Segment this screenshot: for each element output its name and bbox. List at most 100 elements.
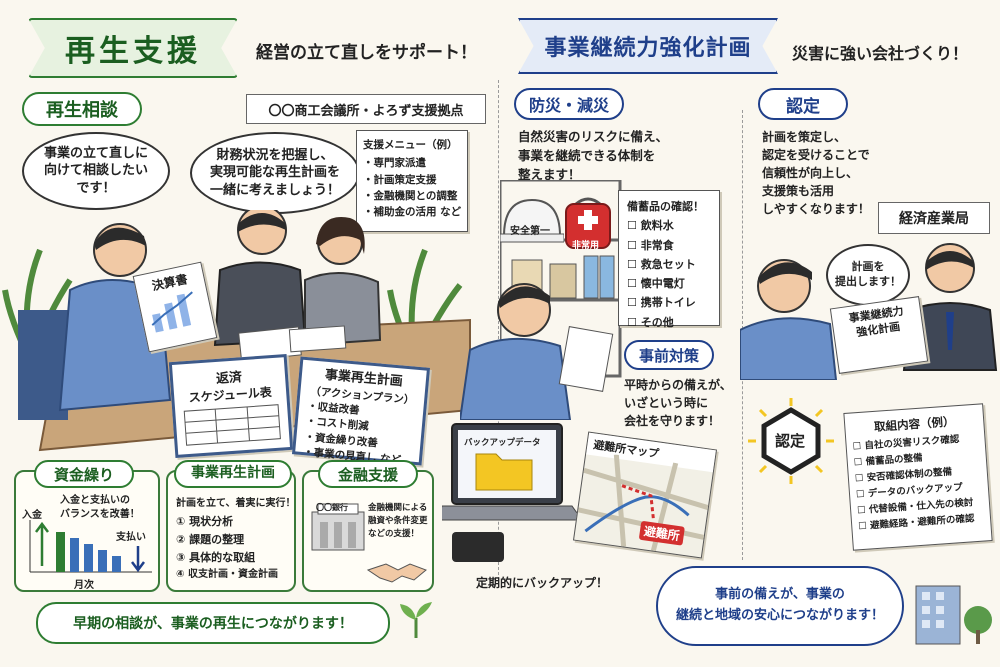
bar-chart-icon (151, 291, 193, 333)
left-tagline: 経営の立て直しをサポート！ (256, 43, 477, 63)
disaster-text-line-1: 自然災害のリスクに備え、 (518, 129, 669, 144)
pre-measures-text-line-1: 平時からの備えが、 (624, 378, 732, 392)
financial-support-box: 金融支援 〇〇銀行 金融機関による 融資や条件変更 などの支援！ (302, 460, 434, 592)
submit-bubble-line-1: 計画を (851, 260, 885, 274)
right-footer: 事前の備えが、事業の 継続と地域の安心につながります！ (656, 566, 904, 646)
client-bubble-line-2: 向けて相談したい (43, 163, 148, 179)
certification-text-line-2: 認定を受けることで (762, 148, 870, 162)
support-menu-item: ・専門家派遣 (363, 157, 426, 170)
settlement-document: 決算書 (132, 261, 218, 353)
cash-flow-title: 資金繰り (34, 460, 134, 488)
helmet-label: 安全第一 (510, 226, 550, 237)
revival-plan-step: ③ 具体的な取組 (176, 550, 256, 564)
advisor-bubble-line-1: 財務状況を把握し、 (216, 147, 334, 163)
certification-text-line-5: しやすくなります！ (762, 202, 870, 216)
financial-support-title: 金融支援 (318, 460, 418, 488)
support-menu-title: 支援メニュー（例） (363, 139, 458, 151)
certification-text-line-1: 計画を策定し、 (762, 130, 847, 144)
stockpile-item-label: 救急セット (640, 257, 696, 271)
stockpile-item: ☐ その他 (627, 315, 674, 329)
month-axis-label: 月次 (74, 580, 94, 591)
advisor-bubble-line-3: 一緒に考えましょう！ (209, 182, 340, 198)
support-menu-item: ・計画策定支援 (363, 173, 437, 186)
revival-plan-binder: 事業再生計画 （アクションプラン） ・収益改善 ・コスト削減 ・資金繰り改善 ・… (291, 356, 431, 466)
stockpile-item-label: 非常食 (640, 238, 674, 252)
cash-flow-box: 資金繰り 入金と支払いの バランスを改善！ 入金 支払い 月次 (14, 460, 160, 592)
financial-support-text-line-3: などの支援！ (368, 528, 420, 539)
helmet-icon (500, 198, 564, 243)
stockpile-item-label: その他 (640, 315, 674, 329)
sprout-icon (400, 602, 432, 638)
consult-pill: 再生相談 (22, 92, 142, 126)
advisor-bubble: 財務状況を把握し、 実現可能な再生計画を 一緒に考えましょう！ (190, 132, 360, 214)
payment-label: 支払い (116, 532, 146, 543)
financial-support-text-line-2: 融資や条件変更 (368, 515, 428, 526)
stockpile-checklist: 備蓄品の確認！ ☐ 飲料水 ☐ 非常食 ☐ 救急セット ☐ 懐中電灯 ☐ 携帯ト… (618, 190, 720, 329)
certification-text-line-3: 信頼性が向上し、 (762, 166, 859, 180)
revival-plan-step: ④ 収支計画・資金計画 (176, 568, 278, 580)
office-sign: 〇〇商工会議所・よろず支援拠点 (246, 94, 486, 124)
left-footer: 早期の相談が、事業の再生につながります！ (36, 602, 390, 644)
client-bubble-line-1: 事業の立て直しに (43, 145, 148, 161)
certification-text-line-4: 支援策も活用 (762, 184, 835, 198)
revival-plan-box-title: 事業再生計画 (174, 460, 292, 488)
disaster-text: 自然災害のリスクに備え、 事業を継続できる体制を 整えます！ (518, 128, 668, 184)
efforts-list: 取組内容（例） ☐ 自社の災害リスク確認 ☐ 備蓄品の整備 ☐ 安否確認体制の整… (843, 403, 993, 551)
certification-badge-icon (748, 398, 834, 484)
bank-sign: 〇〇銀行 (316, 503, 348, 512)
stockpile-item-label: 懐中電灯 (640, 277, 685, 290)
emergency-bag-label: 非常用 (572, 241, 600, 251)
stockpile-item-label: 携帯トイレ (640, 296, 696, 310)
certification-badge-label: 認定 (775, 432, 806, 450)
disaster-text-line-3: 整えます！ (518, 166, 581, 182)
worker-with-clipboard-illustration (460, 283, 614, 420)
support-menu-board: 支援メニュー（例） ・専門家派遣 ・計画策定支援 ・金融機関との調整 ・補助金の… (356, 130, 468, 232)
cash-flow-text-line-2: バランスを改善！ (60, 509, 140, 520)
support-menu-item: ・補助金の活用 など (363, 206, 462, 219)
financial-support-text-line-1: 金融機関による (368, 503, 428, 513)
certification-text: 計画を策定し、 認定を受けることで 信頼性が向上し、 支援策も活用 しやすくなり… (762, 128, 870, 218)
ministry-sign: 経済産業局 (878, 202, 990, 234)
submission-scene-illustration (740, 243, 998, 380)
certification-pill: 認定 (758, 88, 848, 120)
left-section: 再生支援 経営の立て直しをサポート！ 再生相談 事業の立て直しに 向けて相談した… (2, 18, 486, 644)
backup-caption: 定期的にバックアップ！ (476, 576, 609, 590)
advisor-man-icon (213, 210, 307, 347)
right-footer-line-2: 継続と地域の安心につながります！ (675, 608, 884, 623)
backup-data-label: バックアップデータ (464, 438, 541, 448)
client-bubble-line-3: です！ (76, 180, 116, 196)
right-tagline: 災害に強い会社づくり！ (792, 44, 969, 63)
income-label: 入金 (22, 510, 42, 521)
cash-flow-text: 入金と支払いの バランスを改善！ (60, 494, 140, 522)
revival-plan-step: ① 現状分析 (176, 514, 234, 528)
disaster-prevention-pill: 防災・減災 (514, 88, 624, 120)
left-banner: 再生支援 (28, 18, 238, 78)
stockpile-item: ☐ 携帯トイレ (627, 296, 696, 310)
submitted-plan-document: 事業継続力 強化計画 (829, 296, 929, 374)
pre-measures-pill: 事前対策 (624, 340, 714, 370)
support-menu-item: ・金融機関との調整 (363, 189, 458, 202)
stockpile-checklist-title: 備蓄品の確認！ (627, 200, 704, 213)
cash-flow-chart-icon (29, 520, 152, 573)
pre-measures-text-line-3: 会社を守ります！ (624, 414, 721, 428)
cash-flow-text-line-1: 入金と支払いの (60, 495, 130, 506)
revival-plan-lead: 計画を立て、着実に実行！ (176, 498, 296, 509)
stockpile-item: ☐ 飲料水 (627, 219, 674, 233)
applicant-person-icon (740, 259, 838, 380)
submit-bubble-line-2: 提出します！ (835, 275, 901, 288)
pre-measures-text-line-2: いざという時に (624, 396, 709, 410)
schedule-table-icon (183, 404, 281, 446)
external-drive-icon (452, 532, 504, 562)
revival-plan-box: 事業再生計画 計画を立て、着実に実行！ ① 現状分析 ② 課題の整理 ③ 具体的… (166, 460, 296, 592)
financial-support-text: 金融機関による 融資や条件変更 などの支援！ (368, 502, 428, 540)
revival-plan-step: ② 課題の整理 (176, 532, 245, 546)
client-bubble: 事業の立て直しに 向けて相談したい です！ (22, 132, 170, 210)
stockpile-item: ☐ 非常食 (627, 238, 674, 252)
emergency-bag-icon (565, 197, 611, 249)
map-streets-icon (577, 454, 711, 552)
right-section: 事業継続力強化計画 災害に強い会社づくり！ 防災・減災 自然災害のリスクに備え、… (442, 0, 1000, 667)
right-banner-title: 事業継続力強化計画 (544, 36, 752, 61)
stockpile-item: ☐ 懐中電灯 (627, 277, 685, 290)
stockpile-item-label: 飲料水 (640, 219, 674, 233)
stockpile-item: ☐ 救急セット (627, 257, 696, 271)
